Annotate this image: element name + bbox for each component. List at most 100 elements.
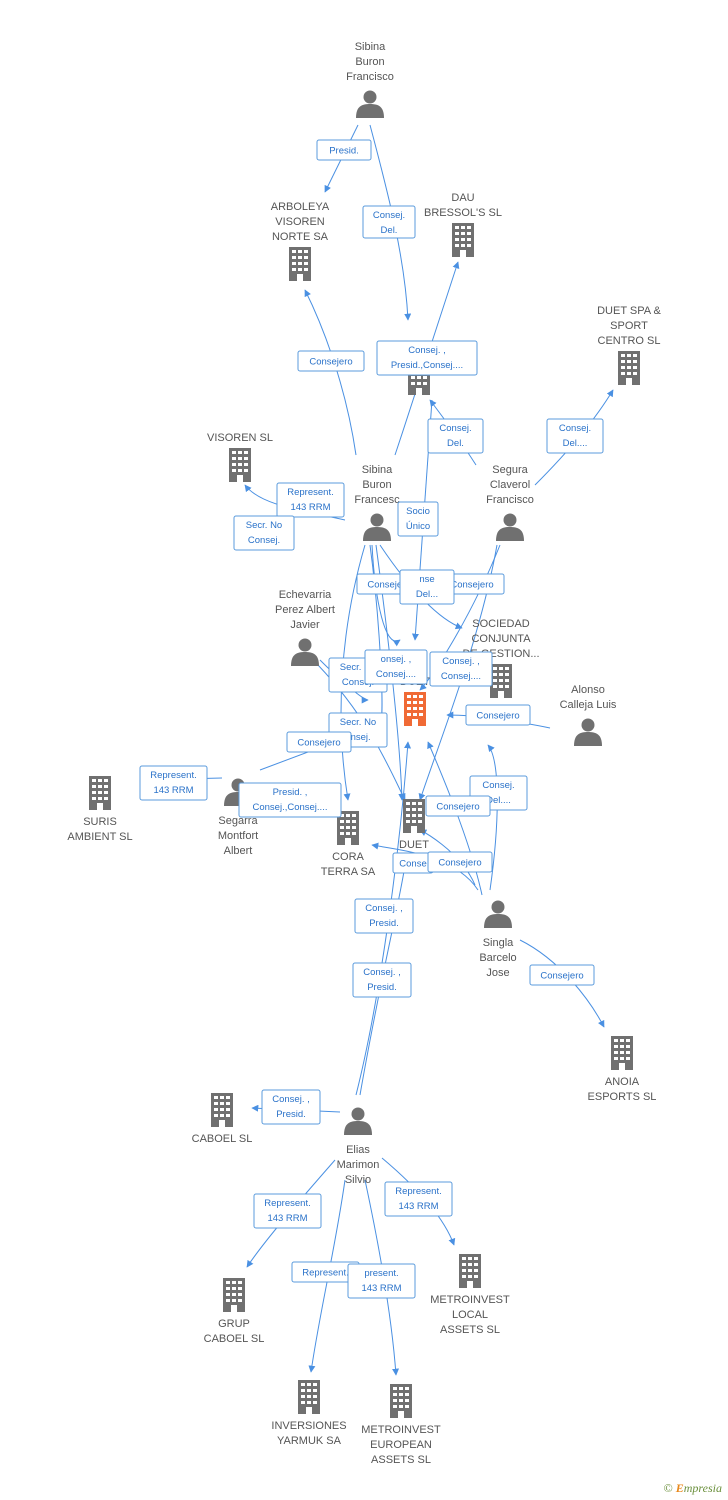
relation-text: Consej.... xyxy=(376,669,416,680)
relation-label[interactable]: Consej. ,Presid. xyxy=(354,898,414,934)
relation-box xyxy=(316,139,372,161)
relation-text: Socio xyxy=(406,506,430,517)
node-label-line: DUET xyxy=(399,839,429,851)
node-label-line: SOCIEDAD xyxy=(472,618,530,630)
company-node[interactable]: METROINVEST EUROPEAN ASSETS SL xyxy=(361,1384,441,1466)
relation-label[interactable]: Consejero xyxy=(439,573,505,595)
relation-label[interactable]: Consejero xyxy=(465,704,531,726)
relation-label[interactable]: Consejero xyxy=(297,350,365,372)
relation-label[interactable]: Consej.Del. xyxy=(362,205,416,239)
node-label-line: ASSETS SL xyxy=(371,1454,431,1466)
relation-label[interactable]: Presid. ,Consej.,Consej.... xyxy=(238,782,342,818)
building-icon xyxy=(618,351,640,385)
relation-label[interactable]: Consej. ,Presid. xyxy=(261,1089,321,1125)
relation-label[interactable]: Consej. ,Consej.... xyxy=(429,651,493,687)
relation-box xyxy=(352,962,412,998)
relation-text: Secr. No xyxy=(340,662,376,673)
relation-label[interactable]: Consejero xyxy=(286,731,352,753)
relation-label[interactable]: present.143 RRM xyxy=(347,1263,416,1299)
node-label-line: AMBIENT SL xyxy=(67,831,132,843)
relation-text: Del.... xyxy=(486,795,511,806)
node-label-line: NORTE SA xyxy=(272,231,329,243)
node-label-line: Francisco xyxy=(486,494,534,506)
relation-text: 143 RRM xyxy=(290,502,330,513)
person-icon xyxy=(344,1107,372,1135)
relation-text: Consej. , xyxy=(272,1094,310,1105)
relation-text: Consej. xyxy=(342,677,374,688)
brand-name: mpresia xyxy=(683,1481,722,1495)
node-label-line: Segarra xyxy=(218,815,258,827)
relation-label[interactable]: nseDel... xyxy=(399,569,455,605)
node-label-line: METROINVEST xyxy=(361,1424,441,1436)
relation-text: Único xyxy=(406,521,430,532)
relation-text: Consej. xyxy=(248,535,280,546)
node-label-line: Jose xyxy=(486,967,509,979)
building-icon xyxy=(459,1254,481,1288)
person-icon xyxy=(363,513,391,541)
company-node[interactable]: CABOEL SL xyxy=(192,1093,253,1145)
relation-label[interactable]: Consejero xyxy=(425,795,491,817)
relation-box xyxy=(399,569,455,605)
edge xyxy=(371,544,401,647)
edge xyxy=(359,864,408,1096)
node-label-line: METROINVEST xyxy=(430,1294,510,1306)
node-label-line: TERRA SA xyxy=(321,866,376,878)
company-node[interactable]: VISOREN SL xyxy=(207,432,273,482)
relation-label[interactable]: Consej. ,Presid. xyxy=(352,962,412,998)
relation-text: Represent. xyxy=(302,1268,348,1279)
node-label-line: EUROPEAN xyxy=(370,1439,432,1451)
relation-label[interactable]: Consej. , Presid.,Consej.... xyxy=(376,340,478,376)
relation-text: onsej. , xyxy=(381,654,412,665)
node-label-line: Francisco xyxy=(346,71,394,83)
relation-box xyxy=(286,731,352,753)
relation-text: Presid.,Consej.... xyxy=(391,360,463,371)
relation-text: Consejero xyxy=(438,858,481,869)
relation-label[interactable]: Represent.143 RRM xyxy=(384,1181,453,1217)
relation-label[interactable]: Conse xyxy=(392,852,434,874)
relation-label[interactable]: Represent.143 RRM xyxy=(253,1193,322,1229)
relation-label[interactable]: Consejero xyxy=(427,851,493,873)
relation-label[interactable]: onsej. , Consej.... xyxy=(364,649,428,685)
relation-text: Consej. , xyxy=(365,903,403,914)
brand-footer: ©Empresia xyxy=(664,1481,722,1496)
building-icon xyxy=(452,223,474,257)
edges xyxy=(139,124,614,1376)
node-label-line: Buron xyxy=(362,479,391,491)
relations: Presid. Consej.Del. Consej. , Presid.,Conse… xyxy=(139,139,604,1299)
relation-label[interactable]: Consej.Del. xyxy=(427,418,484,454)
relation-label[interactable]: Consej.Del.... xyxy=(546,418,604,454)
relation-label[interactable]: Represent.143 RRM xyxy=(139,765,208,801)
relation-label[interactable]: Consejero xyxy=(529,964,595,986)
node-label-line: Montfort xyxy=(218,830,258,842)
node-label-line: ASSETS SL xyxy=(440,1324,500,1336)
node-label-line: CENTRO SL xyxy=(598,335,661,347)
relation-box xyxy=(427,851,493,873)
relation-label[interactable]: Presid. xyxy=(316,139,372,161)
relation-text: Consej. , xyxy=(408,345,446,356)
building-icon xyxy=(211,1093,233,1127)
relation-text: nse xyxy=(419,574,434,585)
relation-label[interactable]: Represent.143 RRM xyxy=(276,482,345,518)
relation-box xyxy=(376,340,478,376)
relation-text: Del.... xyxy=(563,438,588,449)
